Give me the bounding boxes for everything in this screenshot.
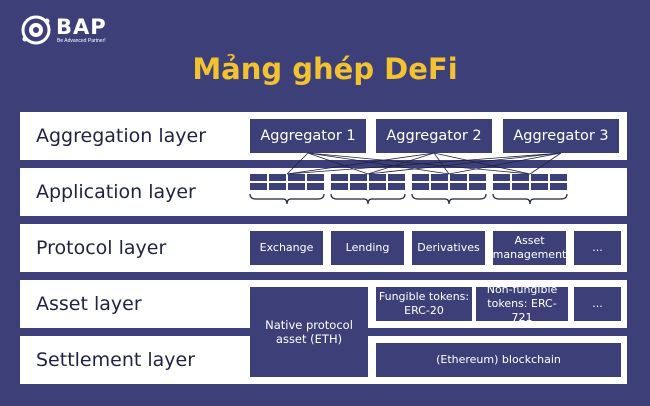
app-grid-cell [431,174,448,181]
app-grid-cell [288,174,305,181]
asset-management-box: Asset management [493,231,566,265]
app-grid-cell [531,174,548,181]
protocol-more-box: ... [574,231,621,265]
app-grid-cell [450,174,467,181]
application-layer: Application layer [20,168,627,216]
lending-box: Lending [331,231,404,265]
app-grid-cell [412,183,429,190]
protocol-layer: Protocol layer Exchange Lending Derivati… [20,224,627,272]
protocol-layer-label: Protocol layer [36,237,167,259]
aggregation-layer-label: Aggregation layer [36,125,207,147]
app-grid-cell [269,183,286,190]
aggregation-layer: Aggregation layer Aggregator 1 Aggregato… [20,112,627,160]
app-grid-cell [550,183,567,190]
app-grid-cell [269,174,286,181]
app-grid-cell [550,174,567,181]
exchange-box: Exchange [250,231,323,265]
ethereum-blockchain-box: (Ethereum) blockchain [376,343,621,377]
app-grid-cell [493,183,510,190]
app-grid-cell [512,174,529,181]
derivatives-box: Derivatives [412,231,485,265]
app-grid-cell [412,174,429,181]
app-grid-cell [369,174,386,181]
app-grid-cell [250,183,267,190]
app-grid-cell [250,174,267,181]
app-grid-cell [469,183,486,190]
app-grid-cell [369,183,386,190]
app-grid-cell [469,174,486,181]
logo-mark-icon [21,15,51,45]
app-grid-cell [431,183,448,190]
aggregator-2-box: Aggregator 2 [376,119,492,153]
asset-layer-label: Asset layer [36,293,142,315]
application-layer-label: Application layer [36,181,196,203]
app-grid-cell [512,183,529,190]
app-grid-cell [307,174,324,181]
app-grid-cell [307,183,324,190]
app-grid-cell [531,183,548,190]
aggregator-3-box: Aggregator 3 [503,119,619,153]
fungible-tokens-box: Fungible tokens: ERC-20 [376,287,472,321]
logo-name: BAP [56,15,107,39]
app-grid-cell [331,174,348,181]
page-title: Mảng ghép DeFi [192,52,458,86]
brand-logo: BAP Be Advanced Partner! [20,14,130,48]
app-grid-cell [388,174,405,181]
app-grid-cell [350,174,367,181]
app-grid-cell [350,183,367,190]
asset-more-box: ... [574,287,621,321]
app-grid-cell [331,183,348,190]
non-fungible-tokens-box: Non-fungible tokens: ERC-721 [476,283,568,324]
logo-tagline: Be Advanced Partner! [57,38,106,44]
aggregator-1-box: Aggregator 1 [250,119,366,153]
app-grid-cell [450,183,467,190]
app-grid-cell [493,174,510,181]
app-grid-cell [388,183,405,190]
settlement-layer-label: Settlement layer [36,349,196,371]
native-protocol-asset-box: Native protocol asset (ETH) [250,287,368,377]
app-grid-cell [288,183,305,190]
